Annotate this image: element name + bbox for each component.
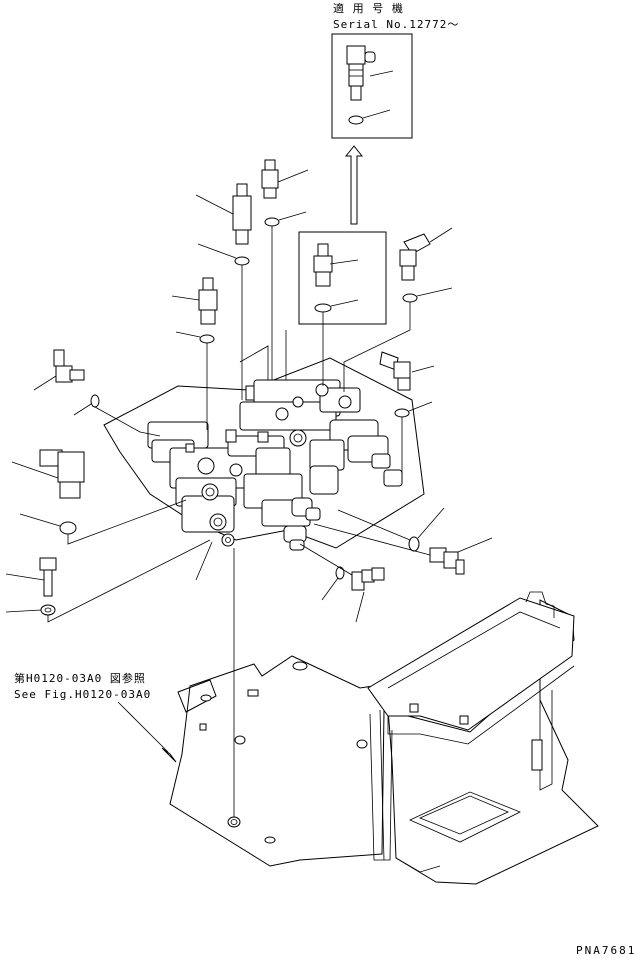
- elbow-left-2: [11, 449, 85, 499]
- oring-top-2: [197, 243, 250, 266]
- figure-id: PNA7681: [576, 944, 637, 957]
- fitting-right-lower: [429, 537, 493, 575]
- serial-number-label: Serial No.12772～: [333, 18, 460, 31]
- oring-right-1: [402, 287, 453, 303]
- oring-right-3: [408, 507, 445, 552]
- replaced-part-box: [298, 231, 387, 325]
- valve-section: [147, 421, 321, 551]
- fitting-top-1: [261, 159, 309, 199]
- washer-left: [5, 604, 56, 616]
- oring-left-1: [73, 394, 100, 416]
- fitting-top-3: [171, 277, 218, 325]
- valve-section: [239, 379, 403, 495]
- oring-left-2: [19, 513, 77, 535]
- reference-en: See Fig.H0120-03A0: [14, 688, 152, 701]
- arrow-up-icon: [344, 145, 364, 225]
- connector-lines: [47, 226, 431, 818]
- bolt-left: [5, 557, 57, 597]
- machine-frame: [169, 591, 599, 885]
- applicability-title: 適 用 号 機: [333, 2, 404, 15]
- valve-studs: [185, 385, 269, 453]
- elbow-right-2: [379, 351, 435, 391]
- oring-top-3: [175, 331, 215, 344]
- elbow-right-1: [399, 227, 453, 281]
- reference-leader: [117, 701, 177, 763]
- elbow-lower: [351, 567, 385, 623]
- oring-lower: [321, 566, 345, 601]
- reference-jp: 第H0120-03A0 図参照: [14, 672, 146, 685]
- control-valve-assembly: [103, 357, 425, 551]
- fitting-top-2: [195, 183, 252, 245]
- oring-top-1: [264, 211, 307, 227]
- applicability-box: [331, 33, 413, 139]
- elbow-left-1: [33, 349, 85, 391]
